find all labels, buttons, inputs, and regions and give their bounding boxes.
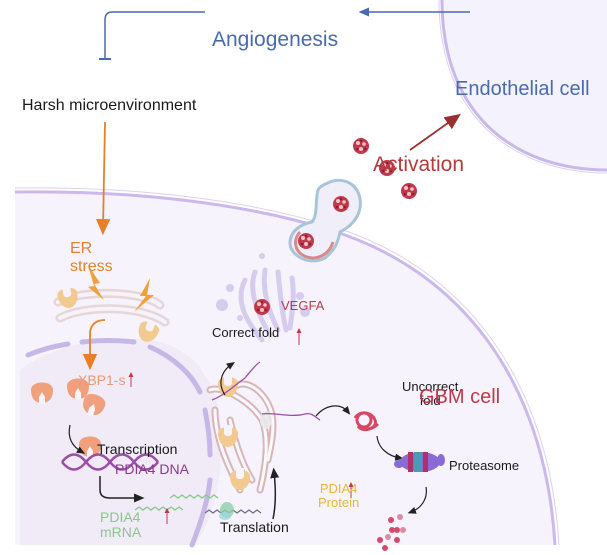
proteasome xyxy=(394,452,445,472)
mrna-strand xyxy=(169,494,219,499)
pdia4-protein-line2: Protein xyxy=(318,495,360,511)
pdia4-protein-label: PDIA4 Protein xyxy=(318,481,360,511)
arrow-harsh-to-er-stress xyxy=(95,121,111,236)
xbp1s-label: XBP1-s xyxy=(78,372,126,388)
transcription-label: Transcription xyxy=(97,441,178,457)
correct-fold-label: Correct fold xyxy=(212,325,280,340)
pdia4-mrna-line1: PDIA4 xyxy=(100,509,141,525)
arrow-translation-to-er xyxy=(270,467,280,520)
endoplasmic-reticulum-stress xyxy=(53,265,170,345)
lightning-icon xyxy=(134,278,154,312)
vegfa-label: VEGFA xyxy=(281,298,325,313)
arrow-to-correct-fold xyxy=(220,362,235,396)
er-stress-label: ER stress xyxy=(70,240,113,275)
pdia4-mrna-line2: mRNA xyxy=(100,524,142,541)
misfolded-protein xyxy=(353,411,380,432)
proteasome-label: Proteasome xyxy=(449,458,520,473)
uncorrect-fold-line2: fold xyxy=(419,393,441,409)
lightning-icon xyxy=(88,265,104,300)
er-stress-line2: stress xyxy=(70,257,113,275)
harsh-microenvironment-label: Harsh microenvironment xyxy=(22,97,197,114)
uncorrect-fold-label: Uncorrect fold xyxy=(402,379,459,409)
gbm-cell-label: GBM cell xyxy=(419,386,501,408)
arrow-to-degradation xyxy=(407,486,427,514)
angiogenesis-label: Angiogenesis xyxy=(212,28,339,51)
arrow-activation xyxy=(409,113,461,151)
pdia4-protein-line1: PDIA4 xyxy=(319,481,358,496)
activation-label: Activation xyxy=(373,153,465,176)
translation-label: Translation xyxy=(220,519,289,535)
er-stress-line1: ER xyxy=(70,240,93,257)
arrow-to-uncorrect-fold xyxy=(315,405,351,417)
mrna-strand xyxy=(134,506,184,511)
pdia4-dna-helix xyxy=(61,453,159,471)
endothelial-cell xyxy=(438,0,607,174)
arrow-er-to-xbp1 xyxy=(82,319,106,371)
pdia4-dna-label: PDIA4 DNA xyxy=(115,461,189,477)
peptide-chain xyxy=(211,361,261,401)
endothelial-cell-label: Endothelial cell xyxy=(455,78,590,100)
arrow-xbp1-to-transcription xyxy=(68,424,86,454)
vegfa-particle xyxy=(254,299,270,315)
secretory-vesicle xyxy=(288,178,362,263)
degraded-peptides xyxy=(377,514,406,551)
pdia4-mrna-label: PDIA4 mRNA xyxy=(100,509,142,541)
uncorrect-fold-line1: Uncorrect xyxy=(402,379,459,394)
peptide-chain xyxy=(261,412,321,421)
arrow-dna-to-mrna xyxy=(99,476,145,503)
inhibition-line xyxy=(104,11,205,58)
arrow-to-proteasome xyxy=(376,435,404,461)
